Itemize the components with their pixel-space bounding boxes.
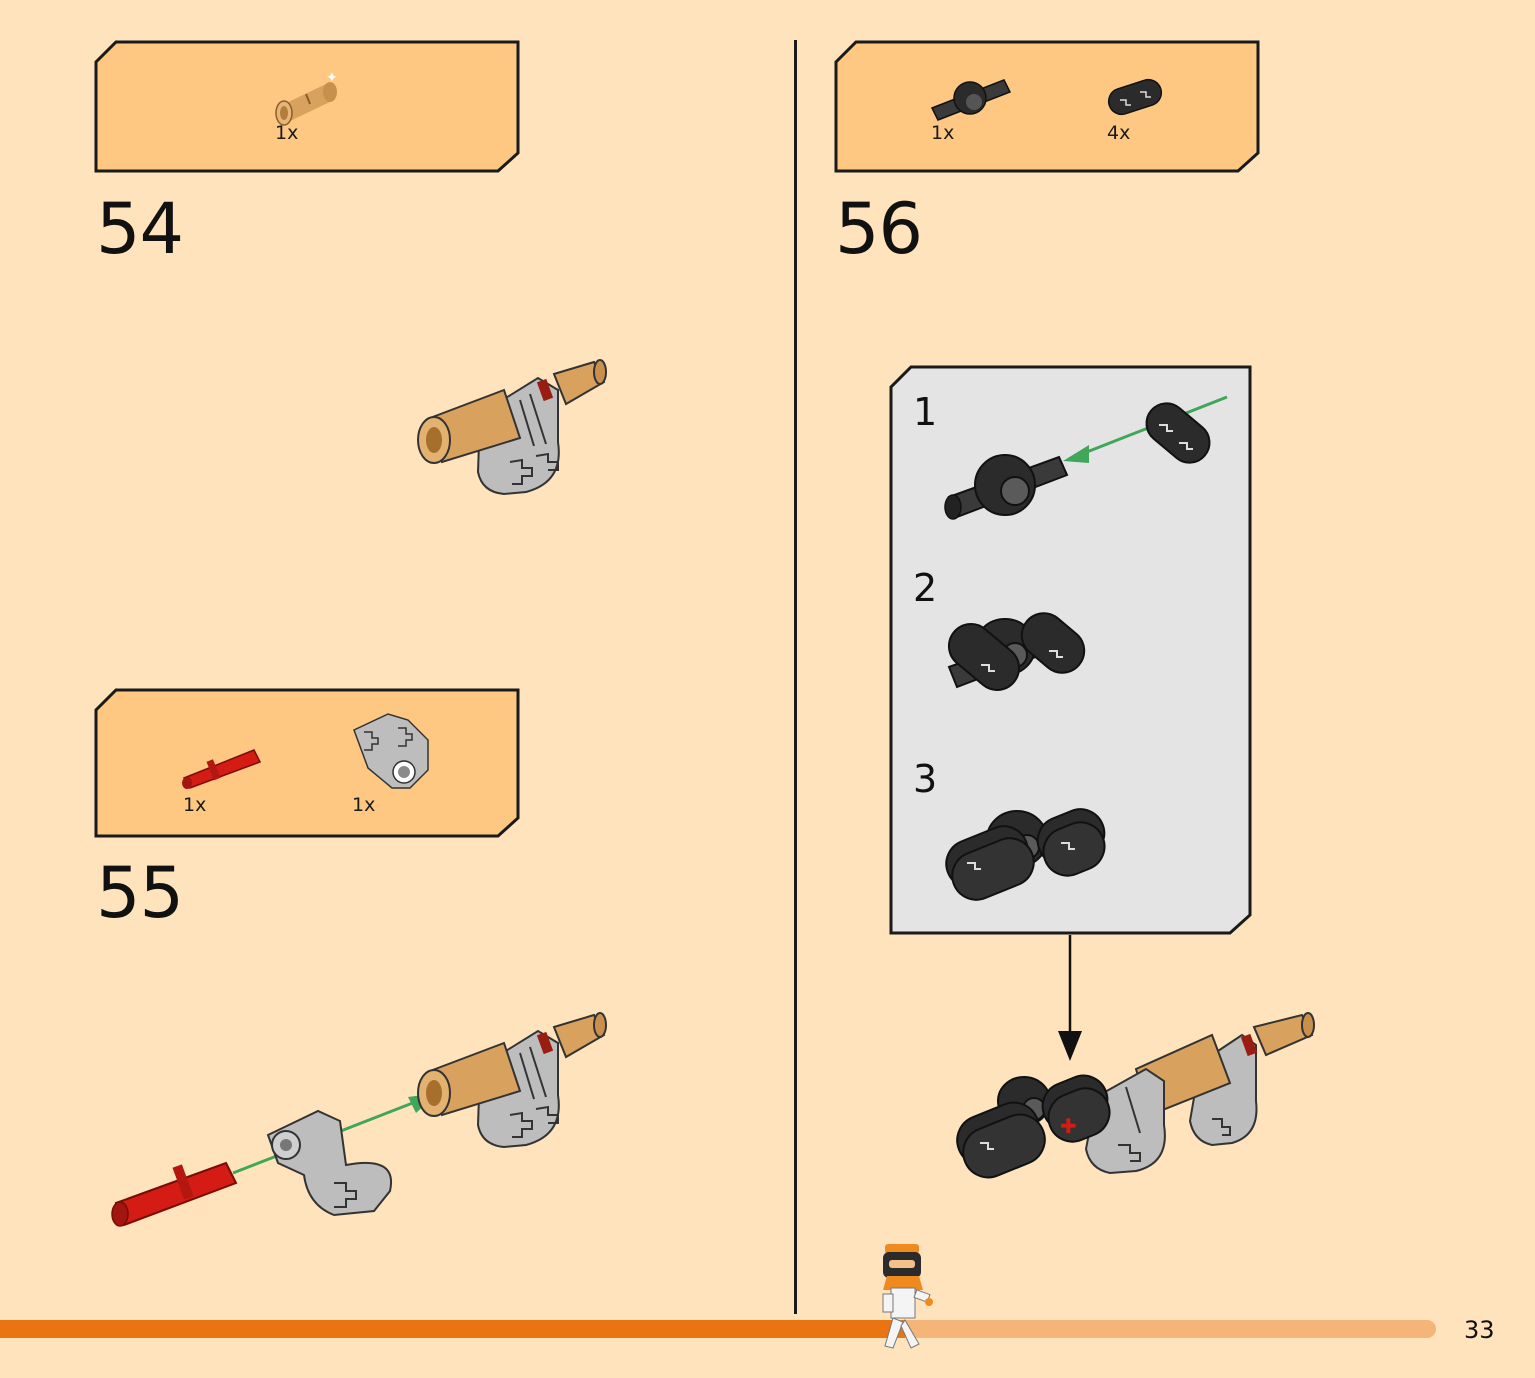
substep-number: 3 xyxy=(913,757,938,801)
substep-number: 2 xyxy=(913,566,938,610)
step-number: 55 xyxy=(96,852,184,934)
part-qty: 1x xyxy=(352,794,376,816)
column-divider xyxy=(794,40,797,1314)
callout-frame xyxy=(94,688,520,838)
part-qty: 1x xyxy=(931,122,955,144)
part-qty: 4x xyxy=(1107,122,1131,144)
substep-3-illustration xyxy=(945,808,1106,901)
red-axle-pin-icon xyxy=(182,749,262,789)
substep-2-illustration xyxy=(947,612,1086,691)
step-54-assembly-illustration xyxy=(417,359,607,496)
black-beam-2-icon xyxy=(1107,78,1163,116)
submodel-frame xyxy=(889,365,1252,935)
part-qty: 1x xyxy=(275,122,299,144)
part-qty: 1x xyxy=(183,794,207,816)
substep-1-illustration xyxy=(944,395,1228,520)
submodel-box: 1 2 3 xyxy=(889,365,1252,935)
step-56-assembly-illustration: ✚ xyxy=(956,1012,1315,1179)
page-number: 33 xyxy=(1464,1316,1495,1344)
progress-bar-fill xyxy=(0,1320,905,1338)
svg-text:✚: ✚ xyxy=(1060,1114,1077,1138)
callout-frame xyxy=(834,40,1260,173)
parts-callout-step-56: 1x 4x xyxy=(834,40,1260,173)
gray-double-bent-connector-icon xyxy=(353,713,429,789)
step-55-assembly-illustration xyxy=(111,1012,607,1227)
step-number: 56 xyxy=(835,188,923,270)
svg-text:✦: ✦ xyxy=(326,69,338,85)
ninja-mascot-icon xyxy=(882,1244,933,1349)
submodel-attach-arrow xyxy=(1058,935,1082,1061)
substep-number: 1 xyxy=(913,390,938,434)
black-axle-connector-hub-icon xyxy=(930,79,1012,121)
step-number: 54 xyxy=(96,188,184,270)
parts-callout-step-55: 1x 1x xyxy=(94,688,520,838)
tan-connector-icon: ✦ xyxy=(275,69,338,126)
parts-callout-step-54: ✦ 1x xyxy=(94,40,520,173)
